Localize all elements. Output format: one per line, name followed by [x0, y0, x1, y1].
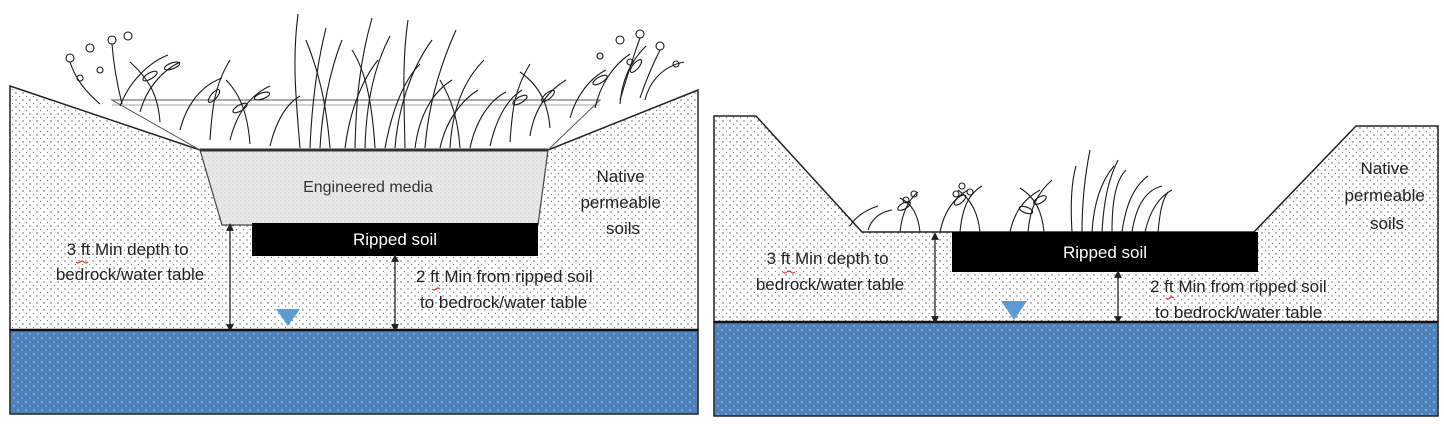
right-native-line-3: soils — [1370, 214, 1404, 233]
right-native-line-2: permeable — [1344, 186, 1424, 205]
left-panel: Engineered media Ripped soil Native perm… — [9, 13, 699, 415]
left-native-soils-label: Native permeable soils — [580, 167, 665, 238]
right-native-soils-label: Native permeable soils — [1344, 159, 1429, 233]
left-groundwater — [9, 329, 699, 415]
right-water-table-triangle-icon — [1001, 301, 1027, 320]
left-depth-line-1: 3 ft Min depth to — [67, 240, 189, 259]
left-ripped-soil-label: Ripped soil — [353, 230, 437, 249]
left-ripped-soil — [252, 223, 538, 256]
left-ripped-depth-line-2: to bedrock/water table — [420, 293, 587, 312]
left-ripped-depth-line-1: 2 ft Min from ripped soil — [416, 267, 593, 286]
left-depth-line-2: bedrock/water table — [56, 265, 204, 284]
right-depth-line-2: bedrock/water table — [756, 275, 904, 294]
right-native-line-1: Native — [1361, 159, 1409, 178]
right-plants — [849, 149, 1173, 233]
left-depth-label: 3 ft Min depth to bedrock/water table — [56, 240, 204, 284]
left-plants — [65, 13, 685, 149]
right-ripped-depth-label: 2 ft Min from ripped soil to bedrock/wat… — [1150, 277, 1331, 322]
left-water-table-triangle-icon — [276, 309, 300, 326]
right-depth-line-1: 3 ft Min depth to — [767, 249, 889, 268]
right-panel: Ripped soil Native permeable soils 3 ft … — [713, 115, 1439, 417]
left-native-line-2: permeable — [580, 193, 660, 212]
left-ripped-depth-label: 2 ft Min from ripped soil to bedrock/wat… — [416, 267, 597, 312]
right-ripped-depth-line-2: to bedrock/water table — [1155, 303, 1322, 322]
left-media-label: Engineered media — [303, 179, 433, 196]
right-ripped-soil — [952, 232, 1258, 272]
right-depth-label: 3 ft Min depth to bedrock/water table — [756, 249, 904, 294]
left-native-line-3: soils — [606, 219, 640, 238]
right-groundwater — [713, 321, 1439, 417]
right-ripped-soil-label: Ripped soil — [1063, 243, 1147, 262]
left-native-line-1: Native — [597, 167, 645, 186]
right-ripped-depth-line-1: 2 ft Min from ripped soil — [1150, 277, 1327, 296]
